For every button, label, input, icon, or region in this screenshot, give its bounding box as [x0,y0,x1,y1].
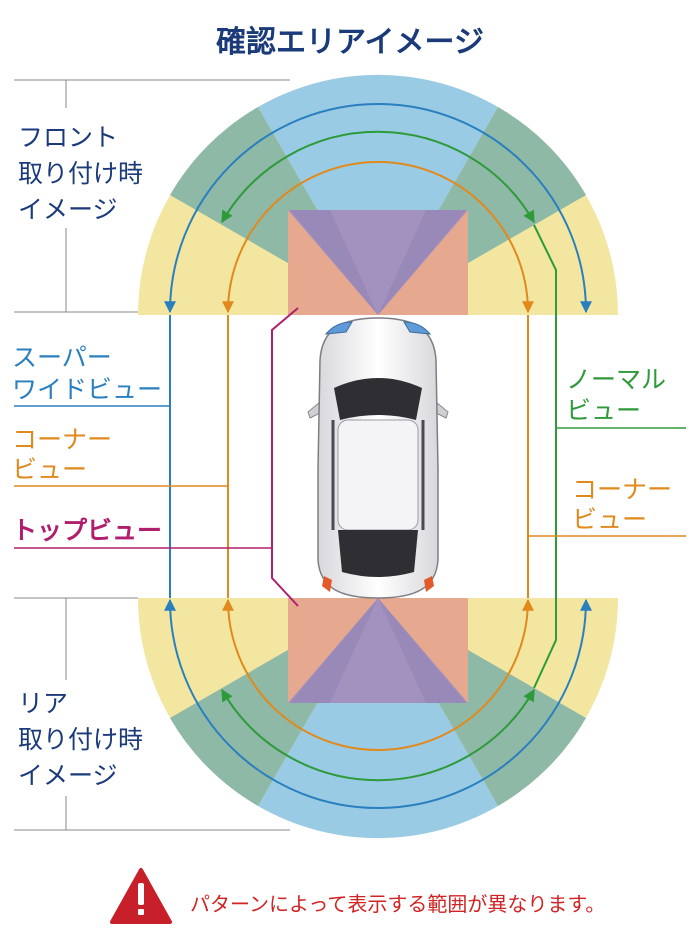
front-view-zones [138,74,618,315]
legend-corner-view-right: コーナー ビュー [572,475,680,534]
legend-top-view: トップビュー [12,516,162,545]
page-title: 確認エリアイメージ [216,25,484,60]
rear-arc-super-wide [164,598,592,809]
front-arc-corner [222,161,534,314]
legend-super-wide-view: スーパー ワイドビュー [12,343,162,404]
legend-normal-view: ノーマル ビュー [566,365,674,425]
front-arc-normal [221,130,535,224]
front-mount-label: フロント 取り付け時 イメージ [18,123,151,224]
rear-view-zones [138,598,618,839]
rear-mount-label: リア 取り付け時 イメージ [18,689,151,790]
rear-zone-blue [258,598,498,839]
rear-arc-normal [221,688,535,782]
front-arc-super-wide [164,103,592,314]
car-icon [307,317,449,599]
exclamation-triangle-icon [110,868,172,924]
legend-corner-view-left: コーナー ビュー [12,425,120,484]
rear-arc-corner [222,598,534,751]
connector-lines [14,79,686,831]
warning-text: パターンによって表示する範囲が異なります。 [190,892,605,916]
front-zone-blue [258,74,498,315]
